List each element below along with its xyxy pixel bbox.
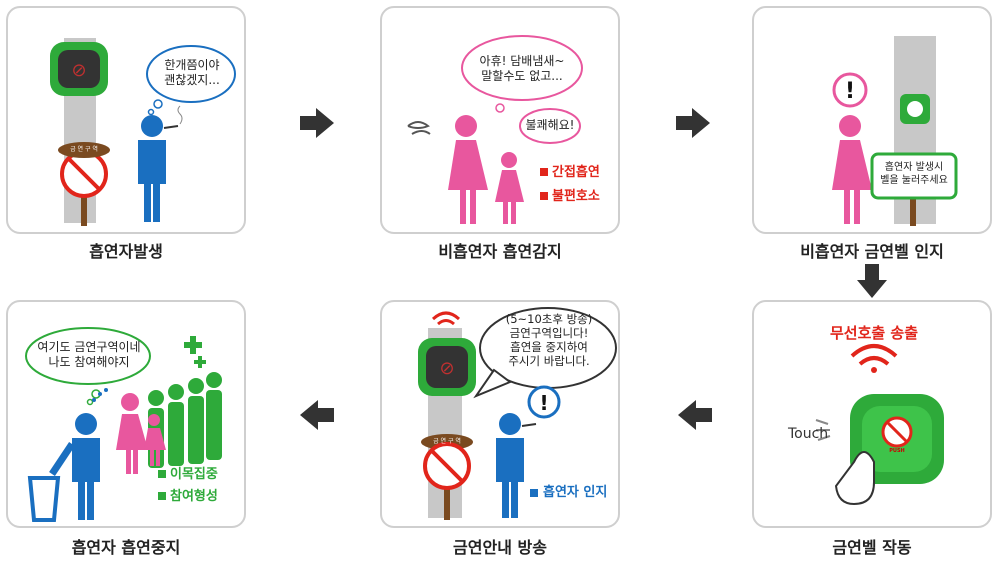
panel-1-illustration: ⊘ bbox=[8, 8, 246, 234]
panel-smoker-stops: 여기도 금연구역이네 나도 참여해야지 이목집중 참여형성 bbox=[6, 300, 246, 528]
tag-participation: 참여형성 bbox=[170, 488, 218, 506]
tag-smoker-aware: 흡연자 인지 bbox=[530, 484, 607, 502]
push-label: PUSH bbox=[885, 448, 909, 454]
smoker-thought: 한개쯤이야 괜찮겠지... bbox=[150, 58, 234, 88]
bubble-line: 주시기 바랍니다. bbox=[486, 354, 612, 368]
announcement-bubble: (5~10초후 방송) 금연구역입니다! 흡연을 중지하여 주시기 바랍니다. bbox=[486, 312, 612, 368]
bubble-line: 나도 참여해야지 bbox=[30, 355, 148, 370]
bubble-line: 한개쯤이야 bbox=[150, 58, 234, 73]
panel-3-illustration: ! bbox=[754, 8, 992, 234]
caption-6: 흡연자 흡연중지 bbox=[6, 534, 246, 558]
tag-attention: 이목집중 bbox=[170, 466, 218, 484]
notice-line: 흡연자 발생시 bbox=[874, 161, 954, 174]
panel-smoker-occurs: ⊘ 한개쯤이야 괜찮겠지... 금 연 구 역 bbox=[6, 6, 246, 234]
bell-notice: 흡연자 발생시 벨을 눌러주세요 bbox=[874, 161, 954, 187]
left-arrow-icon bbox=[678, 400, 712, 430]
no-smoking-sign-text: 금 연 구 역 bbox=[62, 144, 106, 153]
nonsmoker-thought: 아휴! 담배냄새~ 말할수도 없고... bbox=[466, 54, 578, 84]
bubble-line: 아휴! 담배냄새~ bbox=[466, 54, 578, 69]
panel-nonsmoker-recognizes-bell: ! 흡연자 발생시 벨을 눌러주세요 bbox=[752, 6, 992, 234]
bubble-line: 흡연을 중지하여 bbox=[486, 340, 612, 354]
tag-text: 흡연자 인지 bbox=[543, 485, 607, 500]
left-arrow-icon bbox=[300, 400, 334, 430]
caption-5: 금연안내 방송 bbox=[380, 534, 620, 558]
bubble-line: 금연구역입니다! bbox=[486, 326, 612, 340]
caption-3: 비흡연자 금연벨 인지 bbox=[752, 238, 992, 262]
svg-text:!: ! bbox=[845, 79, 855, 104]
touch-label: Touch bbox=[788, 426, 828, 442]
discomfort-bubble: 불쾌해요! bbox=[522, 118, 578, 133]
caption-1: 흡연자발생 bbox=[6, 238, 246, 262]
wireless-signal-icon bbox=[852, 346, 896, 373]
notice-line: 벨을 눌러주세요 bbox=[874, 174, 954, 187]
wireless-call-title: 무선호출 송출 bbox=[754, 322, 992, 343]
smoker-realization-bubble: 여기도 금연구역이네 나도 참여해야지 bbox=[30, 340, 148, 370]
caption-2: 비흡연자 흡연감지 bbox=[380, 238, 620, 262]
panel-bell-activates: 무선호출 송출 Touch PUSH bbox=[752, 300, 992, 528]
panel-nonsmoker-detects: 아휴! 담배냄새~ 말할수도 없고... 불쾌해요! 간접흡연 불편호소 bbox=[380, 6, 620, 234]
caption-4: 금연벨 작동 bbox=[752, 534, 992, 558]
wireless-signal-icon bbox=[433, 313, 459, 324]
no-smoking-sign-text: 금 연 구 역 bbox=[425, 436, 469, 445]
svg-text:⊘: ⊘ bbox=[71, 60, 86, 81]
down-arrow-icon bbox=[857, 264, 887, 298]
tag-complaint: 불편호소 bbox=[552, 188, 600, 206]
svg-text:!: ! bbox=[539, 391, 548, 415]
bubble-line: 말할수도 없고... bbox=[466, 69, 578, 84]
right-arrow-icon bbox=[300, 108, 334, 138]
bubble-line: (5~10초후 방송) bbox=[486, 312, 612, 326]
svg-text:⊘: ⊘ bbox=[439, 358, 454, 379]
bubble-line: 여기도 금연구역이네 bbox=[30, 340, 148, 355]
panel-announcement: ⊘ ! (5~10초후 방송) 금연구역입니다! 흡연을 중지하여 주시기 바랍… bbox=[380, 300, 620, 528]
tag-secondhand-smoke: 간접흡연 bbox=[552, 164, 600, 182]
right-arrow-icon bbox=[676, 108, 710, 138]
bubble-line: 괜찮겠지... bbox=[150, 73, 234, 88]
